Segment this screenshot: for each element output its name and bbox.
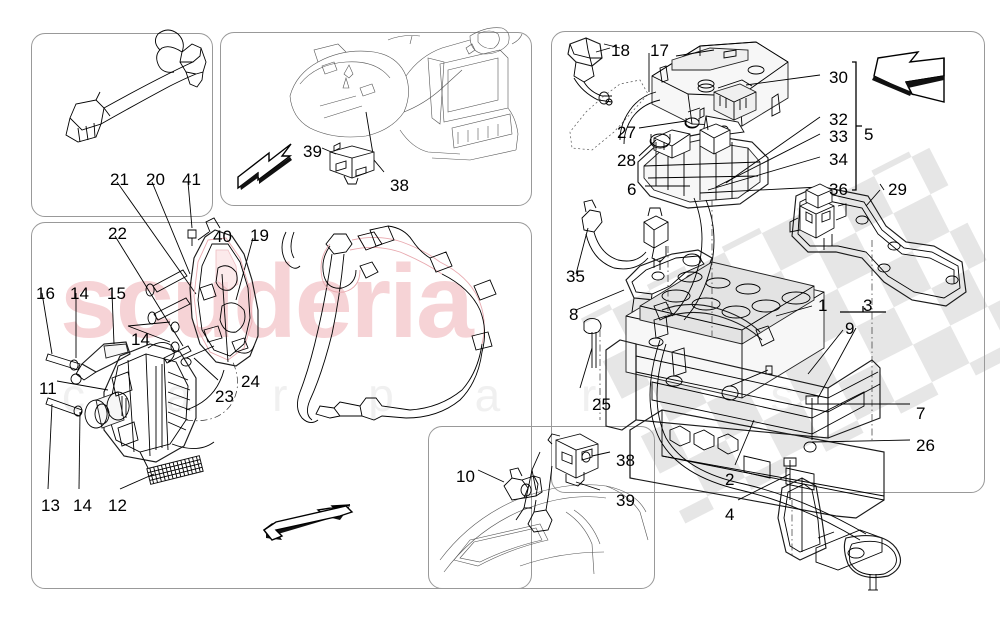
- callout-number-8: 8: [569, 305, 579, 324]
- callout-number-14: 14: [131, 330, 150, 349]
- callout-number-14: 14: [70, 284, 89, 303]
- callout-number-29: 29: [888, 180, 907, 199]
- callout-number-30: 30: [829, 68, 848, 87]
- callout-number-38: 38: [390, 176, 409, 195]
- callout-number-4: 4: [725, 505, 735, 524]
- callout-number-36: 36: [829, 180, 848, 199]
- callout-number-39: 39: [616, 491, 635, 510]
- panel-battery-assembly: [551, 31, 985, 493]
- callout-number-38: 38: [616, 451, 635, 470]
- callout-number-39: 39: [303, 142, 322, 161]
- callout-number-34: 34: [829, 150, 848, 169]
- callout-number-1: 1: [818, 296, 828, 315]
- callout-number-11: 11: [39, 379, 57, 398]
- callout-number-12: 12: [108, 496, 127, 515]
- callout-number-28: 28: [617, 151, 636, 170]
- callout-number-23: 23: [215, 387, 234, 406]
- callout-number-10: 10: [456, 467, 475, 486]
- callout-number-13: 13: [41, 496, 60, 515]
- callout-number-32: 32: [829, 110, 848, 129]
- callout-number-25: 25: [592, 395, 611, 414]
- callout-number-19: 19: [250, 226, 269, 245]
- callout-number-40: 40: [213, 227, 232, 246]
- callout-number-3: 3: [863, 296, 873, 315]
- panel-wiring-harness-detail: [31, 33, 213, 217]
- callout-number-2: 2: [725, 470, 735, 489]
- panel-alternator-assembly: [31, 222, 532, 589]
- callout-number-24: 24: [241, 372, 260, 391]
- callout-number-15: 15: [107, 284, 126, 303]
- callout-number-35: 35: [566, 267, 585, 286]
- callout-number-6: 6: [627, 180, 637, 199]
- callout-number-22: 22: [108, 224, 127, 243]
- callout-number-20: 20: [146, 170, 165, 189]
- callout-number-26: 26: [916, 436, 935, 455]
- callout-number-18: 18: [611, 41, 630, 60]
- callout-number-14: 14: [73, 496, 92, 515]
- callout-number-17: 17: [650, 41, 669, 60]
- callout-number-7: 7: [916, 404, 926, 423]
- panel-dashboard-control-unit: [220, 32, 532, 206]
- callout-number-5: 5: [864, 125, 874, 144]
- callout-number-41: 41: [182, 170, 201, 189]
- callout-number-27: 27: [617, 123, 636, 142]
- callout-number-9: 9: [845, 319, 855, 338]
- callout-number-33: 33: [829, 127, 848, 146]
- callout-number-16: 16: [36, 284, 55, 303]
- callout-number-21: 21: [110, 170, 129, 189]
